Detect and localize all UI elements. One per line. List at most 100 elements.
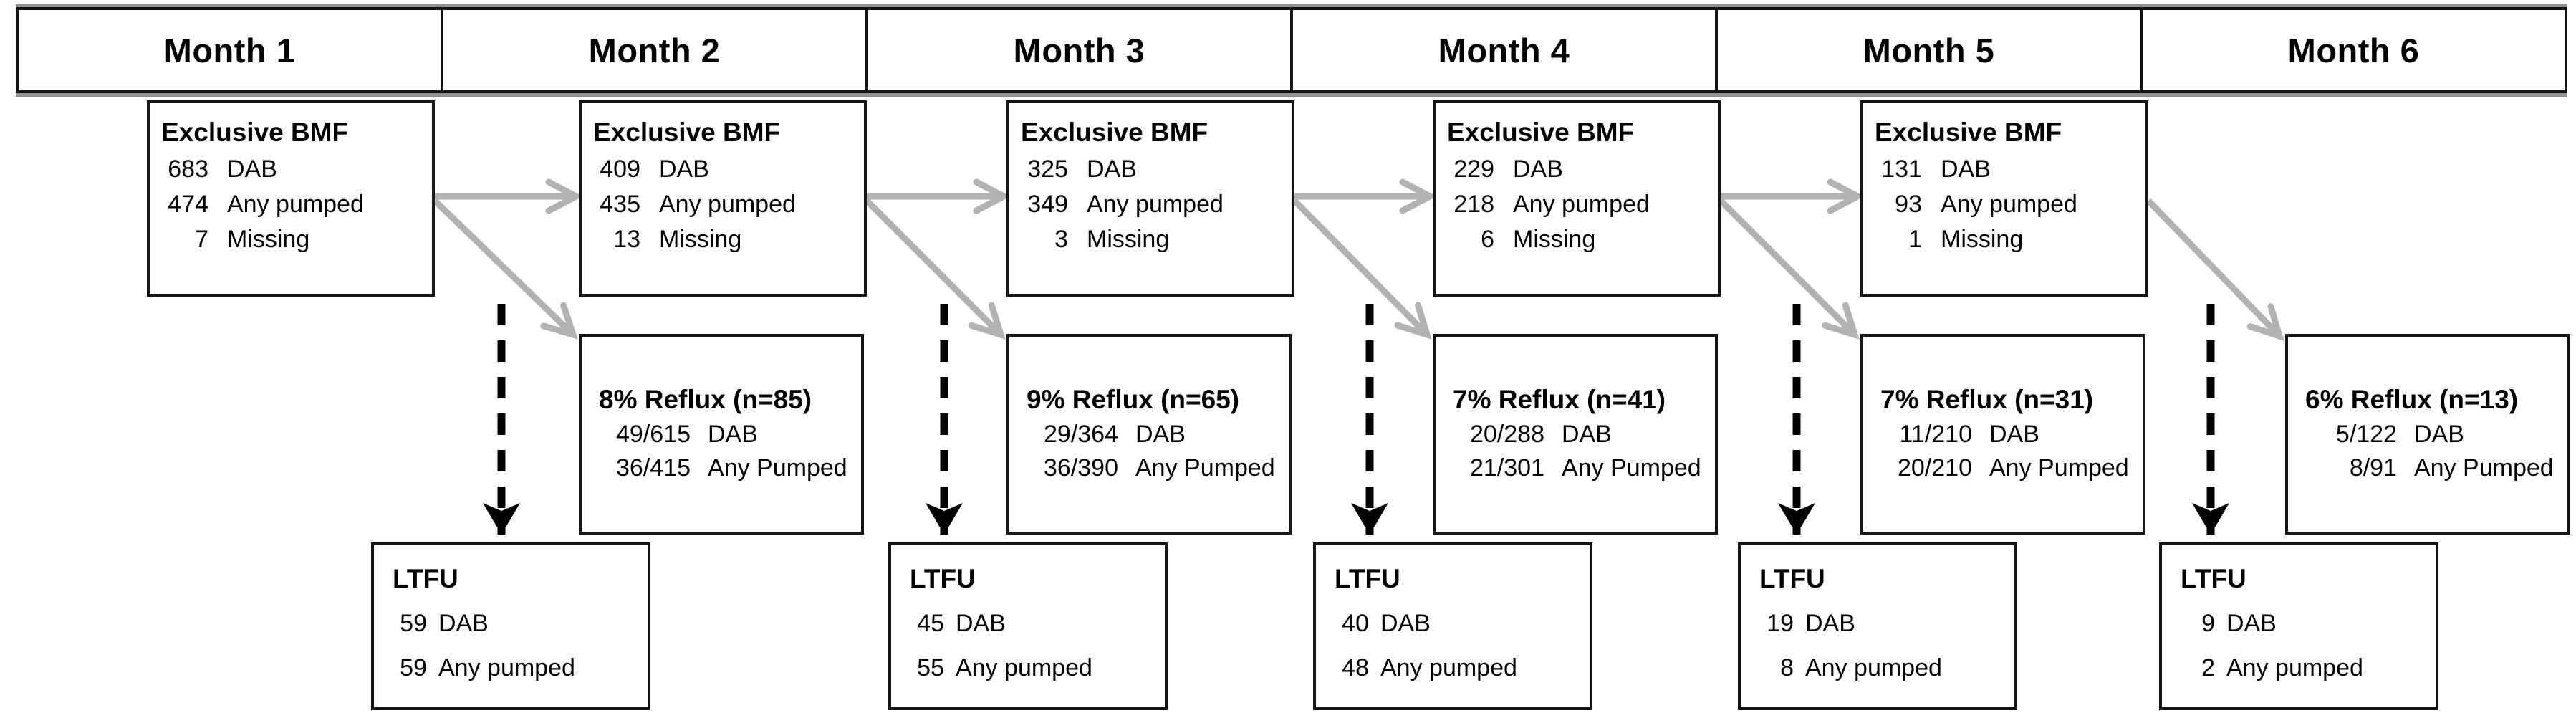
stat-value: 3	[1054, 226, 1068, 253]
ltfu-box-month-2: LTFU 45 DAB 55 Any pumped	[888, 542, 1168, 710]
box-title: 7% Reflux (n=31)	[1880, 385, 2094, 414]
stat-label: DAB	[227, 155, 277, 183]
stat-label: DAB	[956, 610, 1006, 637]
month-header-2: Month 2	[441, 10, 865, 90]
reflux-arrow-month2-to-reflux3	[864, 198, 1006, 340]
stat-value: 55	[917, 654, 944, 681]
stat-value: 93	[1895, 191, 1922, 218]
stat-label: Any pumped	[227, 191, 364, 218]
stat-value: 229	[1453, 155, 1494, 183]
stat-value: 11/210	[1899, 421, 1972, 448]
exclusive-bmf-box-month-1: Exclusive BMF 683 DAB 474 Any pumped 7 M…	[147, 100, 435, 297]
stat-value: 21/301	[1470, 454, 1544, 482]
stat-label: DAB	[1135, 421, 1186, 448]
box-title: 7% Reflux (n=41)	[1453, 385, 1666, 414]
stat-value: 5/122	[2335, 421, 2397, 448]
month-label: Month 1	[163, 31, 296, 70]
stat-value: 325	[1027, 155, 1068, 183]
stat-value: 474	[168, 191, 208, 218]
box-title: LTFU	[1759, 564, 1825, 593]
stat-label: Missing	[227, 226, 310, 253]
exclusive-bmf-box-month-4: Exclusive BMF 229 DAB 218 Any pumped 6 M…	[1433, 100, 1721, 297]
stat-label: DAB	[1087, 155, 1137, 183]
stat-label: Any pumped	[1805, 654, 1942, 681]
stat-label: Any Pumped	[1135, 454, 1275, 482]
stat-label: Missing	[659, 226, 742, 253]
month-header-4: Month 4	[1290, 10, 1715, 90]
stat-value: 45	[917, 610, 944, 637]
stat-label: DAB	[1941, 155, 1991, 183]
stat-rows: 29/364 DAB 36/390 Any Pumped	[1027, 418, 1282, 485]
stat-value: 8/91	[2349, 454, 2397, 482]
month-header-1: Month 1	[19, 10, 441, 90]
stat-value: 13	[613, 226, 640, 253]
exclusive-bmf-box-month-3: Exclusive BMF 325 DAB 349 Any pumped 3 M…	[1006, 100, 1294, 297]
stat-label: DAB	[1562, 421, 1612, 448]
stat-label: DAB	[1380, 610, 1431, 637]
stat-rows: 59 DAB 59 Any pumped	[393, 601, 640, 690]
stat-value: 349	[1027, 191, 1068, 218]
stat-label: Missing	[1513, 226, 1596, 253]
month-header-6: Month 6	[2140, 10, 2565, 90]
stat-value: 59	[400, 654, 427, 681]
stat-label: Any pumped	[1941, 191, 2077, 218]
box-title: Exclusive BMF	[593, 118, 781, 147]
stat-label: Any pumped	[1513, 191, 1650, 218]
stat-value: 20/288	[1470, 421, 1544, 448]
stat-label: DAB	[438, 610, 489, 637]
stat-label: Any Pumped	[1989, 454, 2129, 482]
stat-label: Any pumped	[438, 654, 575, 681]
stat-value: 2	[2201, 654, 2215, 681]
stat-label: DAB	[1805, 610, 1855, 637]
stat-rows: 9 DAB 2 Any pumped	[2181, 601, 2428, 690]
month-label: Month 2	[588, 31, 721, 70]
reflux-arrow-month1-to-reflux2	[432, 198, 578, 340]
stat-value: 40	[1342, 610, 1369, 637]
box-title: 8% Reflux (n=85)	[599, 385, 812, 414]
stat-rows: 45 DAB 55 Any pumped	[910, 601, 1158, 690]
stat-value: 8	[1780, 654, 1794, 681]
ltfu-box-month-1: LTFU 59 DAB 59 Any pumped	[371, 542, 650, 710]
stat-value: 9	[2201, 610, 2215, 637]
reflux-arrow-month5-to-reflux6	[2145, 198, 2284, 341]
reflux-box-month-4: 7% Reflux (n=41) 20/288 DAB 21/301 Any P…	[1433, 334, 1718, 535]
exclusive-bmf-box-month-2: Exclusive BMF 409 DAB 435 Any pumped 13 …	[579, 100, 867, 297]
stat-label: DAB	[1989, 421, 2039, 448]
stat-rows: 325 DAB 349 Any pumped 3 Missing	[1021, 152, 1282, 257]
stat-value: 7	[195, 226, 208, 253]
reflux-arrow-month4-to-reflux5	[1718, 198, 1860, 340]
month-label: Month 6	[2287, 31, 2420, 70]
stat-rows: 11/210 DAB 20/210 Any Pumped	[1880, 418, 2135, 485]
ltfu-box-month-4: LTFU 19 DAB 8 Any pumped	[1738, 542, 2017, 710]
reflux-box-month-5: 7% Reflux (n=31) 11/210 DAB 20/210 Any P…	[1860, 334, 2145, 535]
stat-value: 59	[400, 610, 427, 637]
reflux-arrow-month3-to-reflux4	[1292, 198, 1432, 340]
stat-label: Missing	[1087, 226, 1170, 253]
box-title: 6% Reflux (n=13)	[2305, 385, 2519, 414]
month-label: Month 3	[1013, 31, 1145, 70]
ltfu-box-month-3: LTFU 40 DAB 48 Any pumped	[1313, 542, 1592, 710]
exclusive-bmf-box-month-5: Exclusive BMF 131 DAB 93 Any pumped 1 Mi…	[1860, 100, 2148, 297]
stat-label: Any pumped	[1380, 654, 1517, 681]
month-header-3: Month 3	[865, 10, 1290, 90]
stat-value: 29/364	[1044, 421, 1118, 448]
stat-value: 36/390	[1044, 454, 1118, 482]
stat-rows: 409 DAB 435 Any pumped 13 Missing	[593, 152, 854, 257]
stat-value: 6	[1481, 226, 1494, 253]
stat-rows: 20/288 DAB 21/301 Any Pumped	[1453, 418, 1708, 485]
ltfu-box-month-5: LTFU 9 DAB 2 Any pumped	[2159, 542, 2438, 710]
month-header-5: Month 5	[1715, 10, 2140, 90]
stat-rows: 40 DAB 48 Any pumped	[1335, 601, 1582, 690]
stat-label: Any pumped	[2226, 654, 2363, 681]
stat-rows: 229 DAB 218 Any pumped 6 Missing	[1447, 152, 1708, 257]
stat-value: 48	[1342, 654, 1369, 681]
reflux-box-month-3: 9% Reflux (n=65) 29/364 DAB 36/390 Any P…	[1006, 334, 1292, 535]
month-label: Month 4	[1438, 31, 1570, 70]
box-title: Exclusive BMF	[1021, 118, 1208, 147]
stat-label: Missing	[1941, 226, 2024, 253]
stat-label: DAB	[2414, 421, 2464, 448]
box-title: LTFU	[393, 564, 458, 593]
stat-value: 1	[1908, 226, 1922, 253]
stat-label: Any Pumped	[708, 454, 847, 482]
